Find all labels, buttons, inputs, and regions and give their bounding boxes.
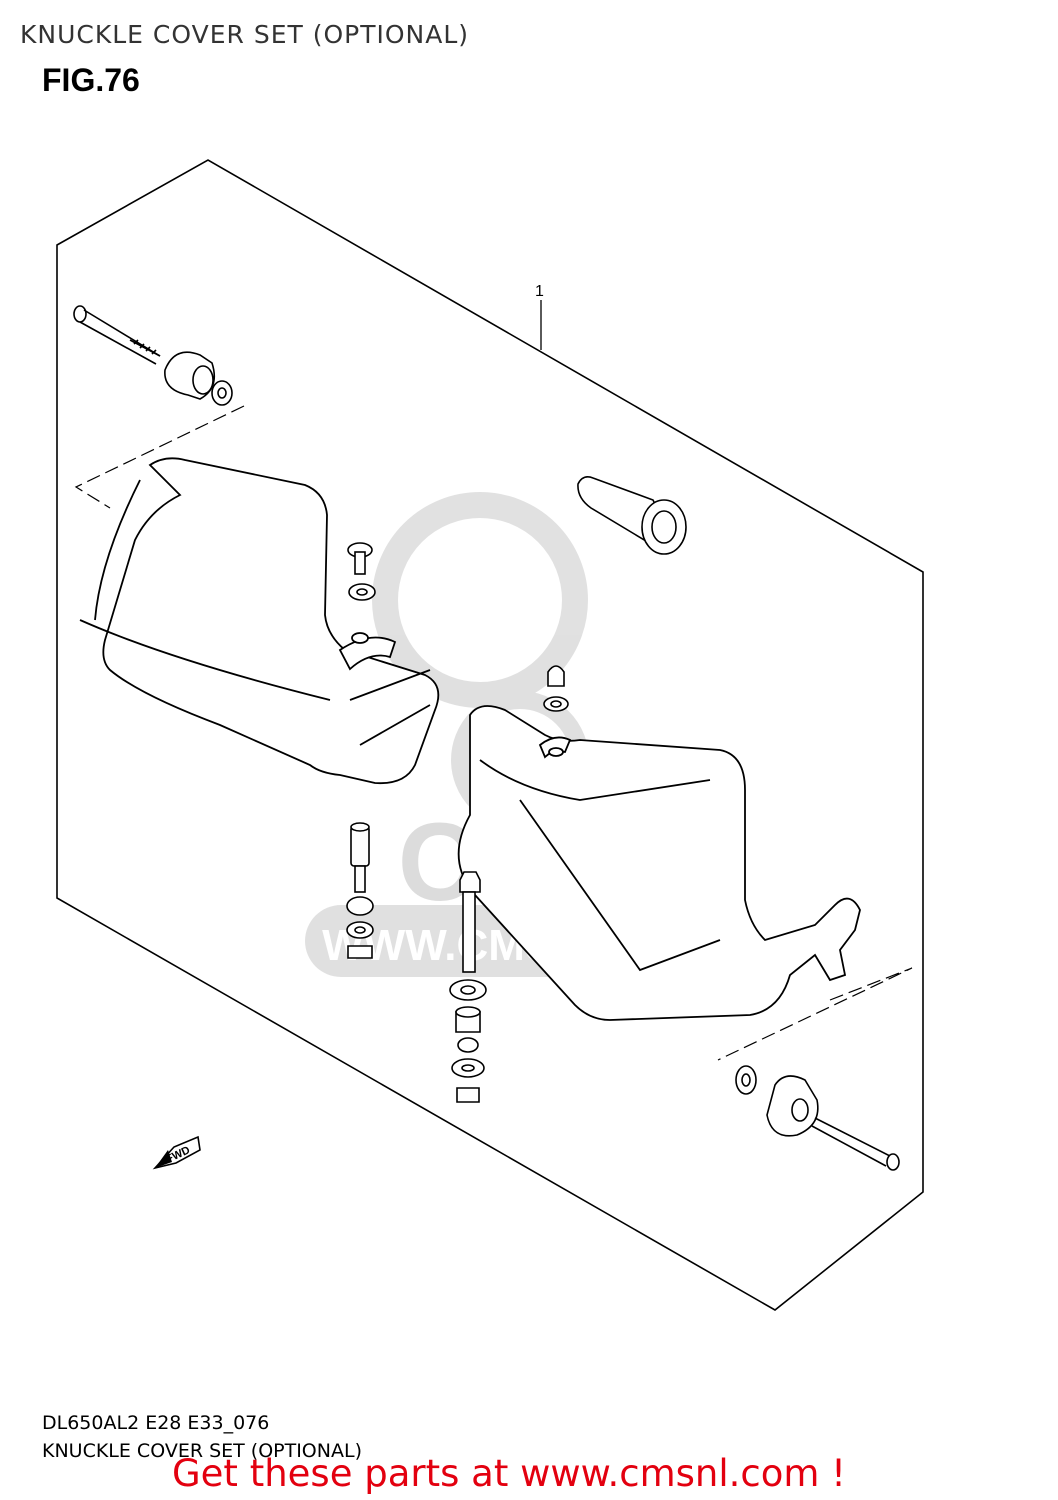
left-dash-line [74, 405, 245, 509]
kit-boundary [56, 159, 924, 1311]
grip-sleeve [577, 476, 687, 555]
cover-screw-assembly [347, 542, 376, 601]
cap-nut-assembly [543, 665, 569, 712]
right-dash-line [717, 967, 913, 1061]
figure-label: FIG.76 [42, 62, 140, 98]
long-bolt-center [449, 871, 487, 1103]
footer-title: KNUCKLE COVER SET (OPTIONAL) [42, 1440, 362, 1462]
promo-link[interactable]: Get these parts at www.cmsnl.com ! [172, 1452, 847, 1495]
left-knuckle-cover [79, 457, 440, 785]
forward-arrow-icon: FWD [152, 1135, 201, 1170]
right-bar-end-assembly [735, 1065, 900, 1171]
right-knuckle-cover [457, 705, 861, 1021]
callout-1: 1 [535, 283, 544, 300]
long-bolt-left [346, 822, 374, 959]
page-title: KNUCKLE COVER SET (OPTIONAL) [20, 20, 470, 49]
diagram-code: DL650AL2 E28 E33_076 [42, 1412, 270, 1434]
left-bar-end-assembly [73, 305, 233, 406]
